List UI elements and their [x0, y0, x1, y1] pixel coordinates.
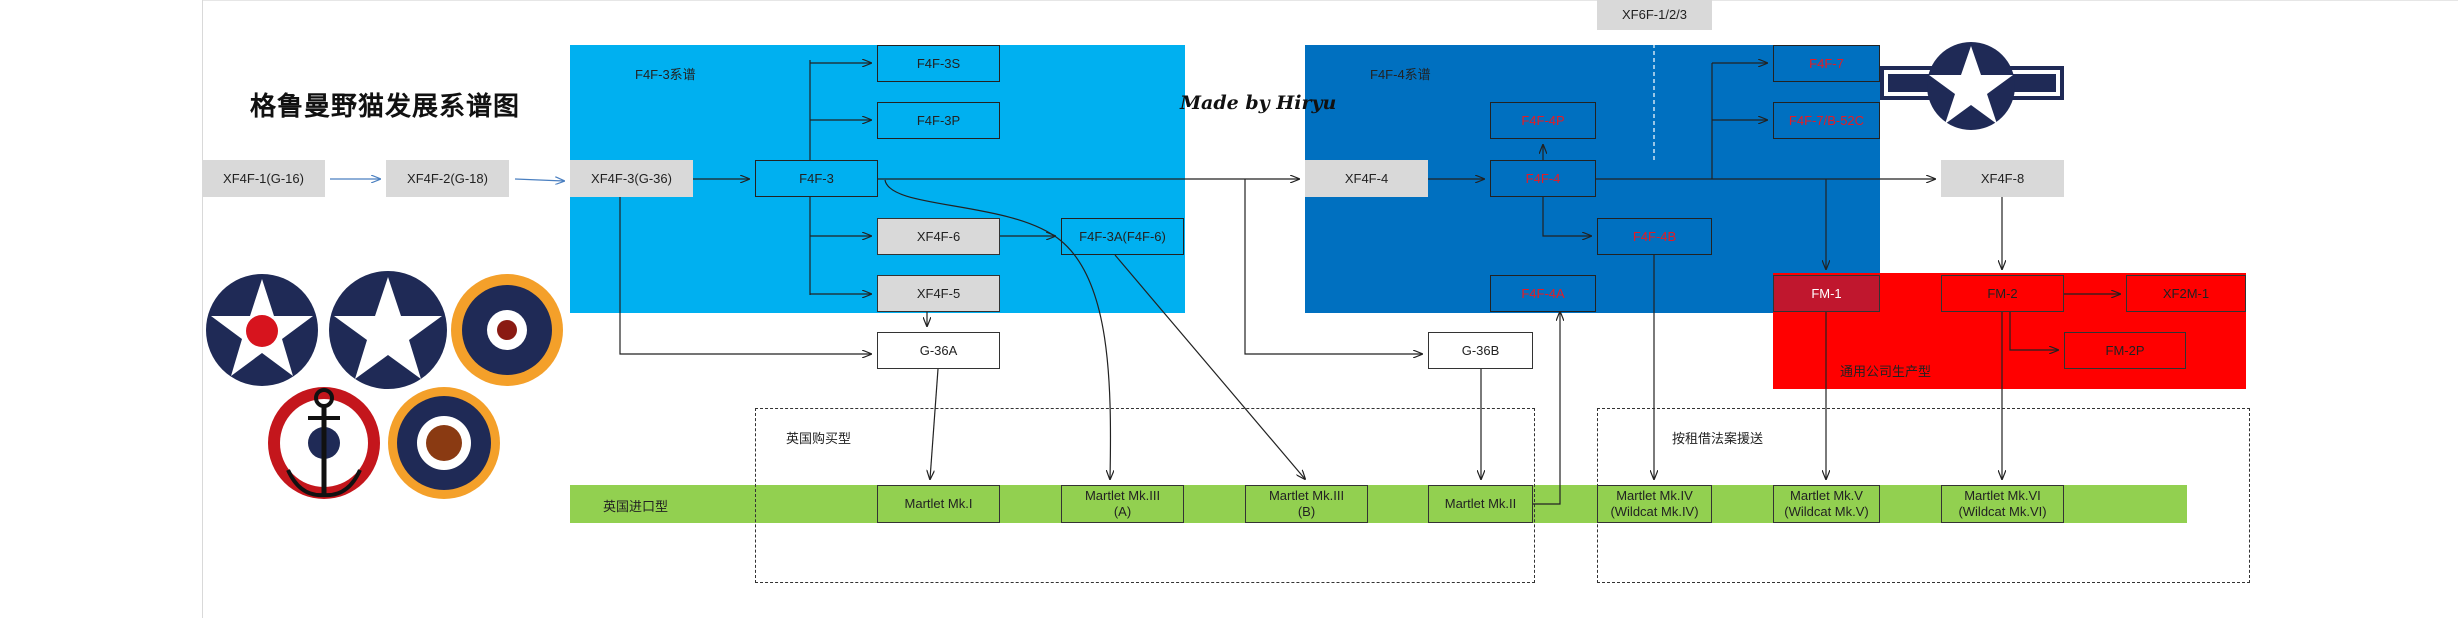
node-f4f3p: F4F-3P [877, 102, 1000, 139]
node-f4f4b: F4F-4B [1597, 218, 1712, 255]
martlet-mk3a-line2: (A) [1113, 504, 1132, 519]
gm-production-label: 通用公司生产型 [1840, 364, 1932, 379]
node-martlet-mk5: Martlet Mk.V (Wildcat Mk.V) [1773, 485, 1880, 523]
martlet-mk5-line1: Martlet Mk.V [1790, 488, 1863, 503]
node-xf4f3: XF4F-3(G-36) [570, 160, 693, 197]
martlet-mk1-line1: Martlet Mk.I [904, 496, 973, 511]
node-xf4f4: XF4F-4 [1305, 160, 1428, 197]
martlet-mk4-line1: Martlet Mk.IV [1616, 488, 1693, 503]
node-xf4f5: XF4F-5 [877, 275, 1000, 312]
page-title: 格鲁曼野猫发展系谱图 [250, 92, 521, 122]
node-f4f4: F4F-4 [1490, 160, 1596, 197]
node-martlet-mk1: Martlet Mk.I [877, 485, 1000, 523]
f4f3-series-label: F4F-3系谱 [635, 67, 696, 82]
martlet-mk3b-line1: Martlet Mk.III [1268, 488, 1345, 503]
us-star-roundel-icon [329, 271, 447, 389]
lend-lease-label: 按租借法案援送 [1672, 431, 1764, 446]
martlet-mk6-line2: (Wildcat Mk.VI) [1958, 504, 2047, 519]
node-martlet-mk4: Martlet Mk.IV (Wildcat Mk.IV) [1597, 485, 1712, 523]
british-import-label: 英国进口型 [603, 499, 669, 514]
node-fm1: FM-1 [1773, 275, 1880, 312]
node-f4f3a: F4F-3A(F4F-6) [1061, 218, 1184, 255]
node-martlet-mk3b: Martlet Mk.III (B) [1245, 485, 1368, 523]
martlet-mk5-line2: (Wildcat Mk.V) [1784, 504, 1869, 519]
node-fm2: FM-2 [1941, 275, 2064, 312]
frame-top-border [202, 0, 2458, 1]
node-f4f4a: F4F-4A [1490, 275, 1596, 312]
node-xf4f1: XF4F-1(G-16) [202, 160, 325, 197]
node-f4f4p: F4F-4P [1490, 102, 1596, 139]
martlet-mk6-line1: Martlet Mk.VI [1964, 488, 2041, 503]
british-purchase-group [755, 408, 1535, 583]
anchor-roundel-icon [268, 387, 380, 499]
british-purchase-label: 英国购买型 [786, 431, 852, 446]
node-f4f3: F4F-3 [755, 160, 878, 197]
node-f4f3s: F4F-3S [877, 45, 1000, 82]
node-martlet-mk6: Martlet Mk.VI (Wildcat Mk.VI) [1941, 485, 2064, 523]
martlet-mk3a-line1: Martlet Mk.III [1084, 488, 1161, 503]
f4f4-series-label: F4F-4系谱 [1370, 67, 1431, 82]
martlet-mk2-line1: Martlet Mk.II [1444, 496, 1517, 511]
node-xf2m1: XF2M-1 [2126, 275, 2246, 312]
node-xf6f: XF6F-1/2/3 [1597, 0, 1712, 30]
node-martlet-mk3a: Martlet Mk.III (A) [1061, 485, 1184, 523]
node-f4f7: F4F-7 [1773, 45, 1880, 82]
node-martlet-mk2: Martlet Mk.II [1428, 485, 1533, 523]
node-g36a: G-36A [877, 332, 1000, 369]
node-fm2p: FM-2P [2064, 332, 2186, 369]
node-xf4f6: XF4F-6 [877, 218, 1000, 255]
node-xf4f8: XF4F-8 [1941, 160, 2064, 197]
martlet-mk3b-line2: (B) [1297, 504, 1316, 519]
node-xf4f2: XF4F-2(G-18) [386, 160, 509, 197]
british-import-band [570, 485, 2187, 523]
martlet-mk4-line2: (Wildcat Mk.IV) [1610, 504, 1699, 519]
raf-roundel-brown-icon [388, 387, 500, 499]
node-g36b: G-36B [1428, 332, 1533, 369]
node-f4f7b: F4F-7/B-52C [1773, 102, 1880, 139]
frame-left-border [202, 0, 203, 618]
raf-roundel-icon [451, 274, 563, 386]
author-signature: Made by Hiryu [1180, 92, 1337, 114]
us-star-red-center-roundel-icon [206, 274, 318, 386]
us-star-bar-insignia-icon [1880, 42, 2064, 130]
